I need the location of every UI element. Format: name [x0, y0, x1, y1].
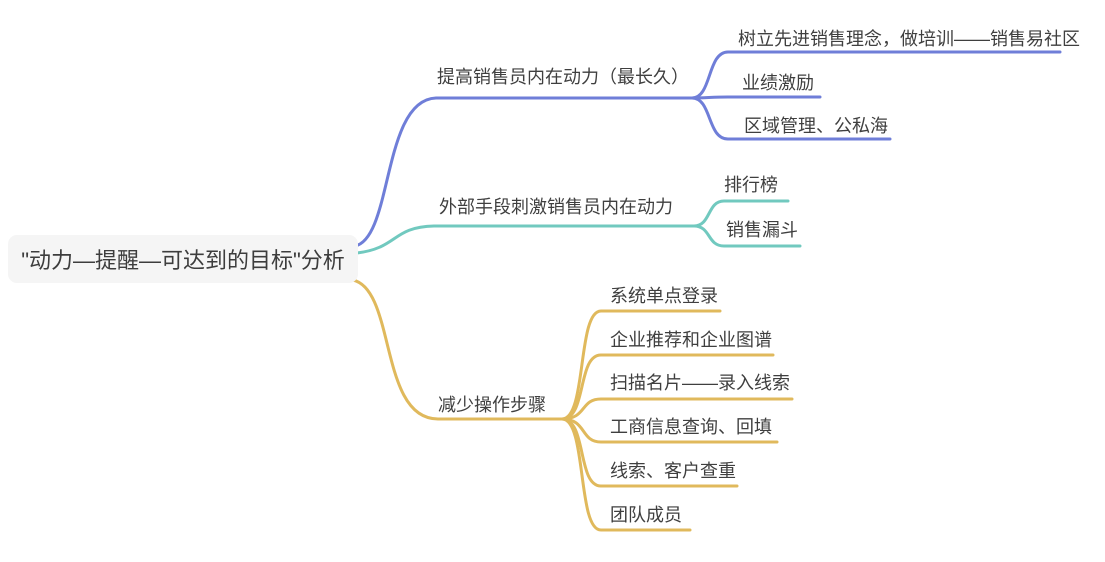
- branch-2-leaf-2[interactable]: 销售漏斗: [726, 220, 798, 240]
- branch-3-leaf-1[interactable]: 系统单点登录: [610, 286, 718, 306]
- branch-1-leaf-1[interactable]: 树立先进销售理念，做培训——销售易社区: [738, 29, 1080, 49]
- branch-2-lines: [355, 199, 802, 255]
- branch-1-label[interactable]: 提高销售员内在动力（最长久）: [437, 67, 689, 87]
- branch-3-leaf-2[interactable]: 企业推荐和企业图谱: [610, 330, 772, 350]
- branch-3-leaf-4[interactable]: 工商信息查询、回填: [610, 417, 772, 437]
- branch-3-leaf-3[interactable]: 扫描名片——录入线索: [610, 373, 790, 393]
- branch-3-label[interactable]: 减少操作步骤: [438, 395, 546, 415]
- branch-2-leaf-1[interactable]: 排行榜: [724, 175, 778, 195]
- root-node-label: "动力—提醒—可达到的目标"分析: [21, 248, 345, 273]
- branch-2-label[interactable]: 外部手段刺激销售员内在动力: [439, 197, 673, 217]
- branch-1-leaf-2[interactable]: 业绩激励: [742, 73, 814, 93]
- branch-3-leaf-5[interactable]: 线索、客户查重: [610, 461, 736, 481]
- branch-1-leaf-3[interactable]: 区域管理、公私海: [744, 116, 888, 136]
- branch-1-lines: [353, 50, 1062, 248]
- branch-3-lines: [351, 278, 794, 532]
- root-node[interactable]: "动力—提醒—可达到的目标"分析: [8, 235, 358, 283]
- branch-3-leaf-6[interactable]: 团队成员: [610, 505, 682, 525]
